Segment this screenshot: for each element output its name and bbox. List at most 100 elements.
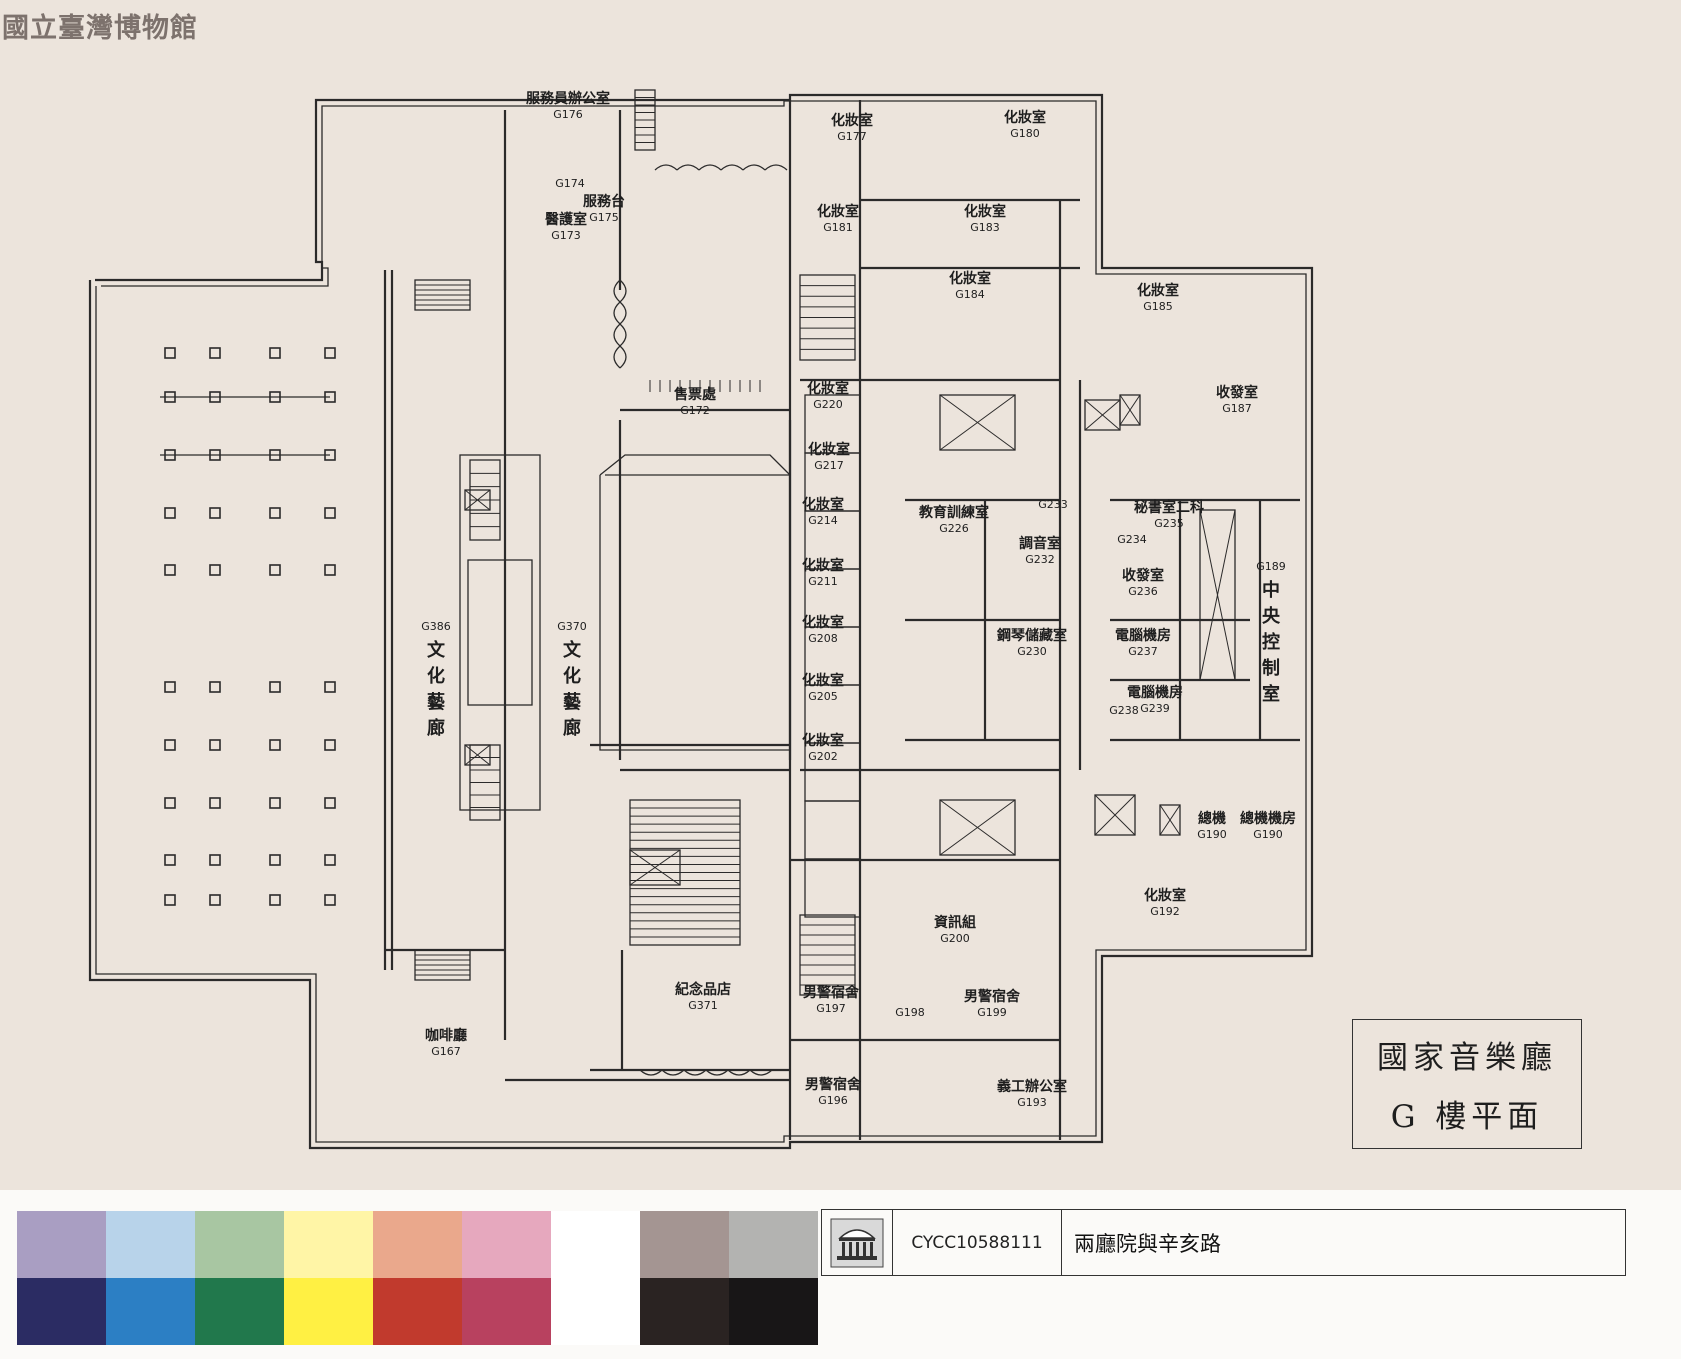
calibration-swatch (551, 1211, 640, 1278)
catalog-name: 兩廳院與辛亥路 (1074, 1231, 1221, 1256)
room-number: G189 (1256, 560, 1286, 573)
calibration-swatch (373, 1211, 462, 1278)
gallery-column (209, 564, 221, 576)
gallery-column (164, 894, 176, 906)
room-number: G167 (431, 1045, 461, 1058)
room-number: G230 (1017, 645, 1047, 658)
elevator-shaft (1084, 399, 1121, 431)
room-name: 化妝室 (808, 441, 850, 458)
room-name: 服務台 (583, 193, 625, 210)
room-name: 化妝室 (802, 614, 844, 631)
color-calibration-strip (17, 1211, 819, 1345)
room-label: G198 (895, 1006, 925, 1019)
catalog-label: CYCC10588111 兩廳院與辛亥路 (821, 1209, 1626, 1276)
gallery-column (324, 507, 336, 519)
room-number: G217 (814, 459, 844, 472)
room-labels: G176服務員辦公室G174G175服務台G173醫護室G177化妝室G180化… (421, 90, 1296, 1109)
gallery-column (324, 797, 336, 809)
calibration-swatch (373, 1278, 462, 1345)
room-name: 化妝室 (1144, 887, 1186, 904)
room-name: 男警宿舍 (805, 1076, 862, 1093)
entry-arch (727, 1069, 751, 1076)
calibration-swatch (17, 1211, 106, 1278)
elevator-shaft (939, 394, 1016, 451)
room-name: 鋼琴儲藏室 (996, 627, 1067, 644)
plan-details (160, 89, 1236, 1076)
room-name: 收發室 (1122, 567, 1164, 584)
gallery-column (269, 894, 281, 906)
room-number: G371 (688, 999, 718, 1012)
room-number: G176 (553, 108, 583, 121)
elevator-cross (939, 799, 1016, 856)
plan-title: 國家音樂廳 (1377, 1040, 1557, 1076)
gallery-column (324, 739, 336, 751)
side-arch (619, 323, 627, 347)
room-number: G183 (970, 221, 1000, 234)
elevator-cross (1159, 804, 1181, 836)
side-arch (613, 279, 621, 303)
room-name: 男警宿舍 (803, 984, 860, 1001)
room-number: G190 (1197, 828, 1227, 841)
room-number: G196 (818, 1094, 848, 1107)
room-number: G177 (837, 130, 867, 143)
room-name: 化妝室 (1004, 109, 1046, 126)
gallery-column (269, 797, 281, 809)
room-number: G184 (955, 288, 985, 301)
museum-building-icon (822, 1210, 893, 1275)
room-number: G234 (1117, 533, 1147, 546)
room-number: G190 (1253, 828, 1283, 841)
plan-walls (88, 93, 1314, 1150)
gallery-column (164, 564, 176, 576)
side-arch (613, 301, 621, 325)
room-name: 化妝室 (807, 380, 849, 397)
room-cell (804, 858, 861, 918)
gallery-column (269, 347, 281, 359)
catalog-code: CYCC10588111 (893, 1210, 1062, 1275)
room-name: 售票處 (673, 386, 717, 403)
room-number: G199 (977, 1006, 1007, 1019)
entry-arch (639, 1069, 663, 1076)
gallery-column (209, 797, 221, 809)
room-number: G236 (1128, 585, 1158, 598)
entry-arch (749, 1069, 773, 1076)
gallery-column (164, 739, 176, 751)
room-name: 中 (1262, 579, 1280, 601)
room-name: 化妝室 (802, 732, 844, 749)
room-number: G208 (808, 632, 838, 645)
gallery-core-inner (467, 559, 533, 706)
entry-arch (698, 164, 722, 171)
entry-arch (705, 1069, 729, 1076)
calibration-swatch (284, 1211, 373, 1278)
room-number: G235 (1154, 517, 1184, 530)
elevator-shaft (464, 744, 491, 766)
elevator-cross (464, 489, 491, 511)
room-number: G180 (1010, 127, 1040, 140)
entry-arch (676, 164, 700, 171)
room-number: G239 (1140, 702, 1170, 715)
room-name: 控 (1262, 631, 1280, 653)
room-number: G172 (680, 404, 710, 417)
room-name: 化妝室 (964, 203, 1006, 220)
entry-arch (683, 1069, 707, 1076)
side-arch (619, 301, 627, 325)
elevator-cross (629, 849, 681, 886)
room-name: 文 (427, 639, 446, 661)
